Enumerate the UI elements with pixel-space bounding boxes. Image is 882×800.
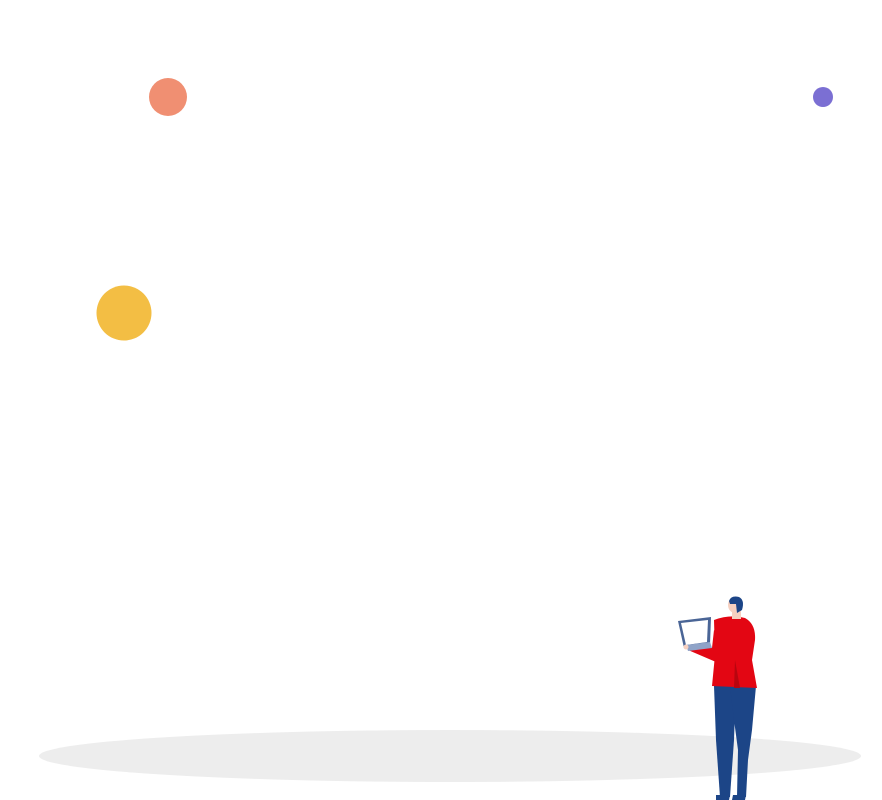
neck — [732, 610, 741, 619]
hair — [729, 596, 743, 613]
hand — [683, 644, 689, 650]
jacket — [712, 616, 757, 688]
person-figure — [678, 596, 757, 800]
decorative-circle-purple — [813, 87, 833, 107]
shoe-right — [732, 795, 746, 800]
jacket-shade — [734, 660, 740, 688]
laptop-icon — [678, 617, 712, 651]
decorative-circle-yellow — [96, 285, 152, 341]
arm — [688, 630, 722, 662]
right-leg — [730, 686, 756, 797]
left-leg — [714, 686, 736, 797]
decorative-circle-orange — [149, 78, 187, 116]
shoe-left — [716, 795, 730, 800]
floor-shadow — [39, 730, 861, 782]
